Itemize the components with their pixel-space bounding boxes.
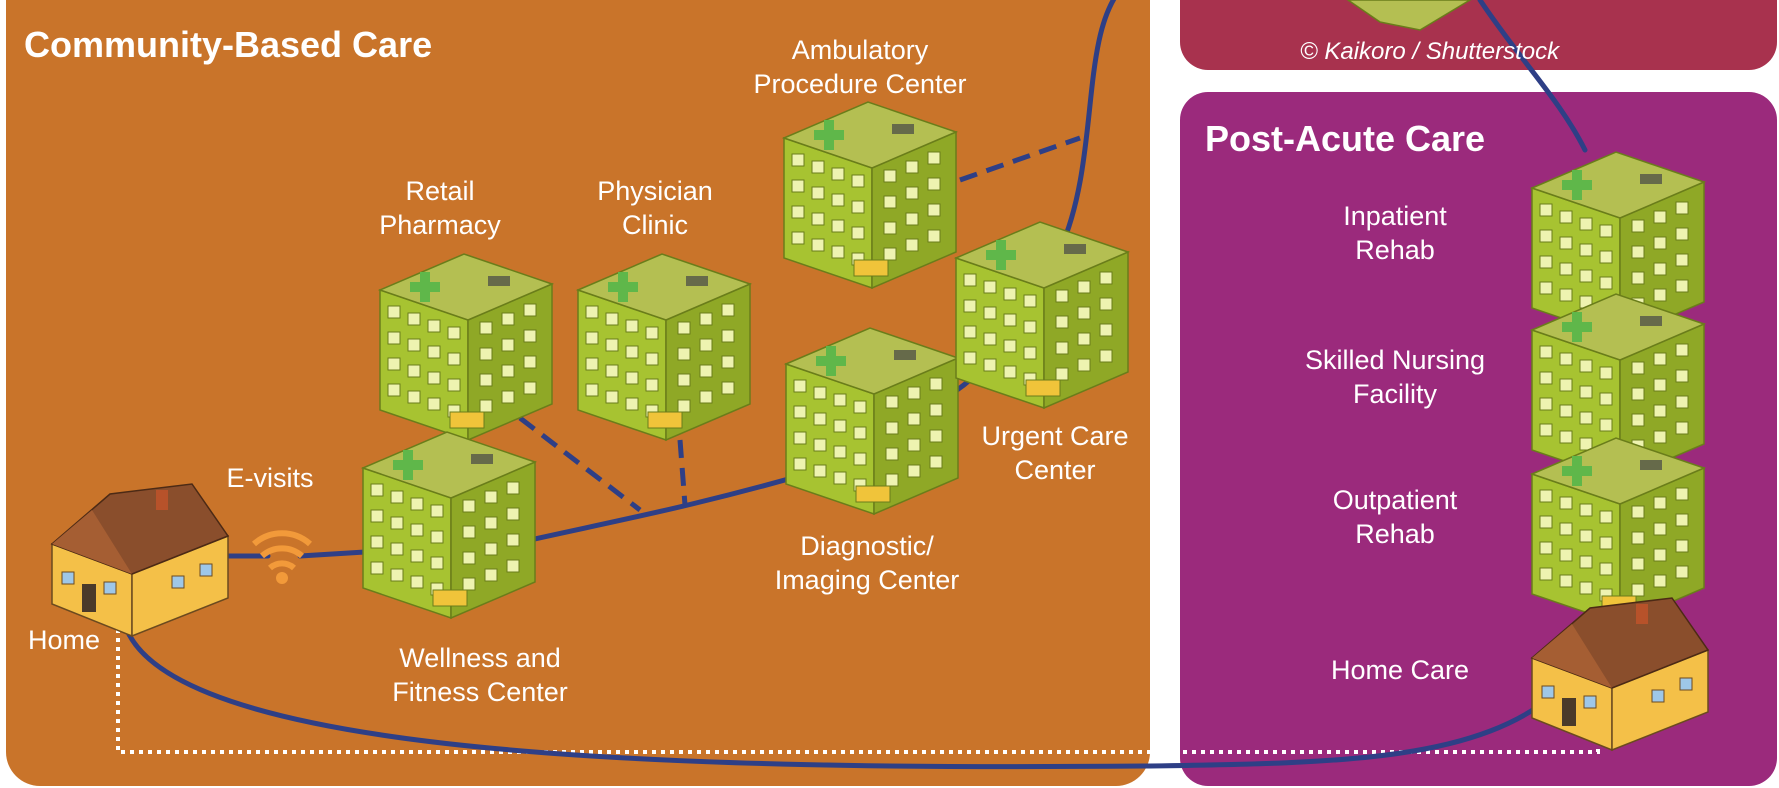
home-house — [50, 483, 230, 638]
label-ambulatory-procedure-center: Ambulatory Procedure Center — [753, 35, 967, 99]
retail-pharmacy-building — [377, 253, 555, 442]
facility-illustrations — [50, 0, 1710, 752]
label-wellness-fitness-center: Wellness and Fitness Center — [392, 643, 568, 707]
wellness-to-diagnostic-line — [527, 467, 823, 543]
label-physician-clinic: Physician Clinic — [597, 176, 713, 240]
acute-care-panel — [1180, 0, 1777, 70]
post-acute-care-title: Post-Acute Care — [1205, 118, 1486, 159]
wellness-fitness-center-building — [360, 431, 538, 620]
diagnostic-imaging-center-building — [783, 327, 961, 516]
acute-care-building-edge — [1346, 0, 1472, 31]
label-urgent-care-center: Urgent Care Center — [981, 421, 1129, 485]
label-diagnostic-imaging-center: Diagnostic/ Imaging Center — [774, 531, 960, 595]
community-based-care-title: Community-Based Care — [24, 24, 433, 65]
label-outpatient-rehab: Outpatient Rehab — [1332, 485, 1458, 549]
urgent-care-center-building — [953, 221, 1131, 410]
clinic-dashed-line — [677, 439, 688, 506]
urgent-care-upward-line — [1057, 0, 1117, 253]
physician-clinic-building — [575, 253, 753, 442]
pharmacy-dashed-line — [518, 416, 642, 512]
acute-to-inpatient-line — [1477, 0, 1588, 153]
label-retail-pharmacy: Retail Pharmacy — [379, 176, 501, 240]
outpatient-rehab-building — [1529, 437, 1707, 626]
home-to-home-care-line — [122, 622, 1563, 770]
label-e-visits: E-visits — [226, 463, 314, 493]
ambulatory-procedure-center-building — [781, 101, 959, 290]
e-visits-to-wellness-line — [297, 549, 368, 559]
home-care-house — [1530, 597, 1710, 752]
wifi-signal-icon — [252, 530, 312, 584]
label-home: Home — [27, 625, 101, 655]
ambulatory-dashed-line — [959, 135, 1081, 183]
label-inpatient-rehab: Inpatient Rehab — [1343, 201, 1447, 265]
label-home-care: Home Care — [1330, 655, 1470, 685]
image-credit: © Kaikoro / Shutterstock — [1300, 38, 1560, 65]
label-skilled-nursing-facility: Skilled Nursing Facility — [1304, 345, 1486, 409]
